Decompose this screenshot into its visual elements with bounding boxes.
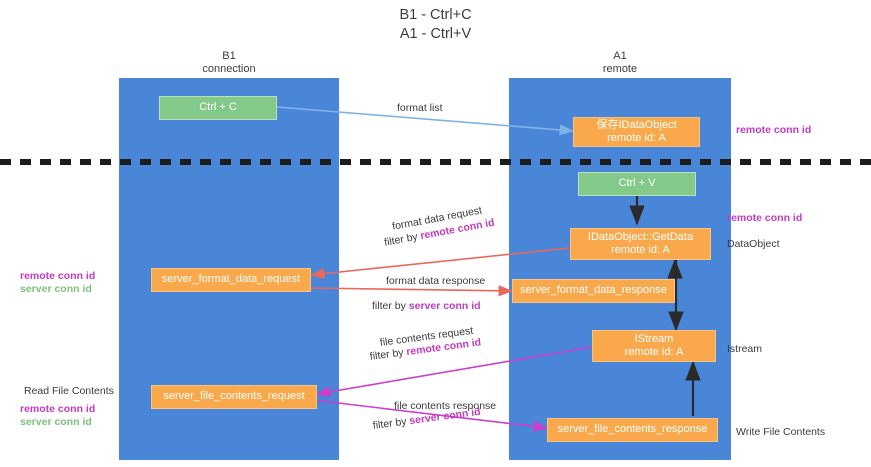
box-server-format-data-response[interactable]: server_format_data_response [512, 279, 675, 303]
side-label-istream: Istream [727, 343, 763, 355]
label-file-contents-response: file contents response [394, 400, 497, 412]
label-format-list: format list [397, 102, 443, 114]
arrow-file-contents-request [316, 346, 593, 398]
side-label-right-mid-remote: remote conn id [727, 212, 803, 224]
arrow-format-data-request [310, 247, 571, 280]
side-label-right-top-remote: remote conn id [736, 124, 812, 136]
page-title: B1 - Ctrl+C A1 - Ctrl+V [399, 7, 472, 42]
side-label-left-mid-remote: remote conn id [20, 270, 96, 282]
box-ctrl-v[interactable]: Ctrl + V [578, 172, 696, 196]
side-label-read-file-contents: Read File Contents [24, 385, 114, 397]
arrow-file-contents-response [312, 399, 548, 432]
arrow-format-data-response [307, 285, 513, 297]
box-ctrl-c[interactable]: Ctrl + C [159, 96, 277, 120]
side-label-left-bottom-server: server conn id [20, 416, 92, 428]
filter-prefix: filter by [372, 300, 409, 312]
label-format-data-response-filter: filter by server conn id [372, 299, 481, 313]
box-idataobject-getdata[interactable]: IDataObject::GetData remote id: A [570, 228, 711, 260]
filter-key-server-conn-id: server conn id [408, 300, 481, 312]
column-header-a1: A1 remote [602, 50, 638, 75]
box-istream[interactable]: IStream remote id: A [592, 330, 716, 362]
box-idataobject-remote[interactable]: 保存IDataObject remote id: A [573, 117, 700, 147]
side-label-left-mid-server: server conn id [20, 283, 92, 295]
box-server-file-contents-request[interactable]: server_file_contents_request [151, 385, 317, 409]
side-label-write-file-contents: Write File Contents [736, 426, 826, 438]
arrow-format-list [276, 106, 574, 136]
label-format-data-response: format data response [386, 275, 486, 287]
box-server-file-contents-response[interactable]: server_file_contents_response [547, 418, 718, 442]
column-header-b1: B1 connection [202, 50, 256, 75]
side-label-dataobject: DataObject [727, 238, 780, 250]
box-server-format-data-request[interactable]: server_format_data_request [151, 268, 311, 292]
side-label-left-bottom-remote: remote conn id [20, 403, 96, 415]
